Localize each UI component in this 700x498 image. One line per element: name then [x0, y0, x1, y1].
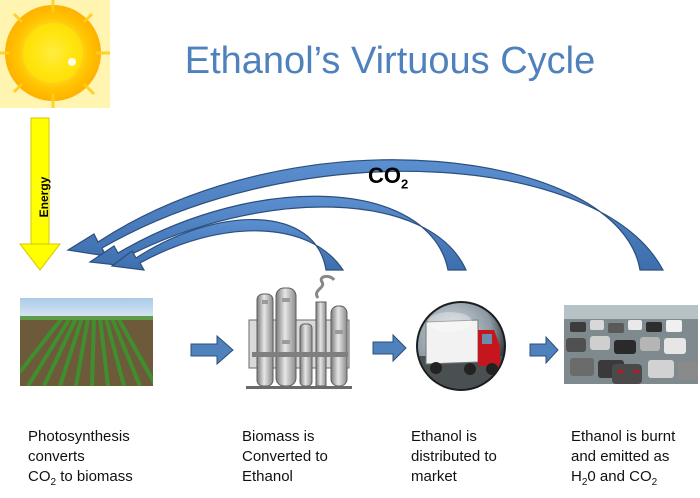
caption-subscript: 2 — [651, 477, 658, 488]
caption-line: Converted to — [242, 448, 328, 465]
caption-line: H20 and CO2 — [571, 467, 700, 493]
sun-icon — [0, 0, 110, 108]
caption-line: Ethanol — [242, 468, 293, 485]
caption-line: and emitted as — [571, 448, 670, 465]
caption-combustion: Ethanol is burnt and emitted as H20 and … — [571, 427, 700, 493]
page-title: Ethanol’s Virtuous Cycle — [184, 40, 596, 82]
caption-line: Ethanol is burnt — [571, 428, 676, 445]
caption-line: Biomass is — [242, 428, 315, 445]
co2-label-sub: 2 — [401, 176, 409, 192]
caption-distribution: Ethanol is distributed to market — [411, 427, 551, 487]
co2-return-arrow-middle — [88, 195, 467, 271]
caption-line: Ethanol is — [411, 428, 477, 445]
caption-line: Photosynthesis — [28, 428, 130, 445]
co2-label-main: CO — [368, 163, 401, 188]
flow-arrow-2 — [372, 333, 407, 363]
co2-return-arrow-outer — [66, 159, 665, 271]
caption-subscript: 2 — [50, 477, 57, 488]
co2-label: CO2 — [368, 163, 408, 191]
field-image — [20, 298, 153, 386]
caption-line: converts — [28, 448, 85, 465]
caption-fragment: CO — [28, 468, 51, 485]
refinery-icon — [246, 274, 352, 389]
truck-image — [416, 301, 506, 391]
flow-arrow-1 — [190, 334, 234, 366]
energy-label-box: Energy — [22, 170, 62, 230]
caption-fragment: to biomass — [56, 468, 133, 485]
caption-photosynthesis: Photosynthesis converts CO2 to biomass — [28, 427, 178, 493]
co2-return-arrow-inner — [110, 218, 345, 271]
traffic-image — [564, 305, 698, 384]
flow-arrow-3 — [529, 335, 559, 365]
caption-line: market — [411, 468, 457, 485]
caption-fragment: H — [571, 468, 582, 485]
caption-line: distributed to — [411, 448, 497, 465]
caption-biomass: Biomass is Converted to Ethanol — [242, 427, 382, 487]
energy-arrow — [18, 117, 62, 271]
caption-subscript: 2 — [581, 477, 588, 488]
energy-label: Energy — [37, 176, 51, 218]
caption-line: CO2 to biomass — [28, 467, 178, 493]
caption-fragment: 0 and CO — [587, 468, 652, 485]
